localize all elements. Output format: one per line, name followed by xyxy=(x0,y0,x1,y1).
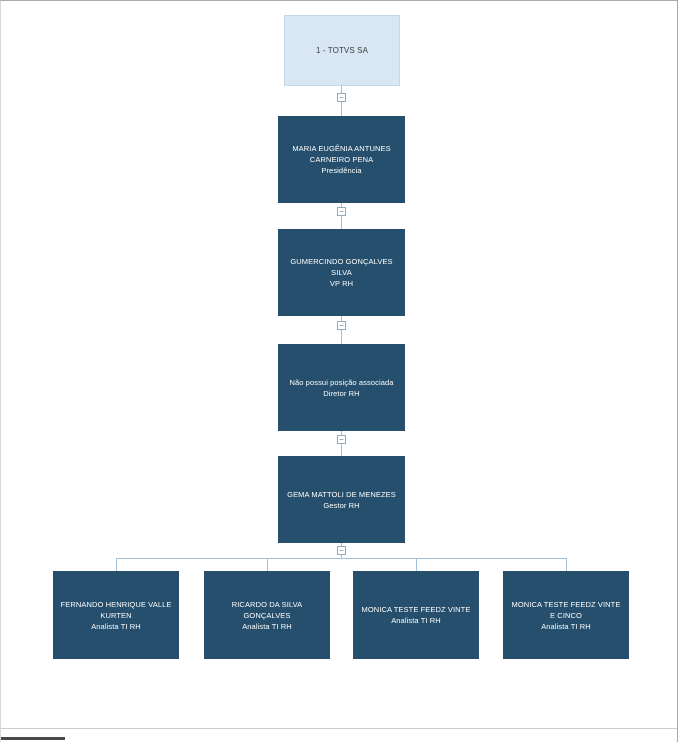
horizontal-scrollbar-thumb[interactable] xyxy=(1,737,65,740)
node-role: Analista TI RH xyxy=(541,621,591,631)
connector-vertical xyxy=(341,316,342,344)
collapse-toggle-icon[interactable]: − xyxy=(337,435,346,444)
org-node-gestor-rh[interactable]: GEMA MATTOLI DE MENEZES Gestor RH xyxy=(278,456,405,543)
connector-drop xyxy=(416,558,417,571)
org-node-analyst-3[interactable]: MONICA TESTE FEEDZ VINTE Analista TI RH xyxy=(353,571,479,659)
org-node-company[interactable]: 1 - TOTVS SA xyxy=(284,15,400,86)
node-name: MONICA TESTE FEEDZ VINTE xyxy=(361,605,471,614)
node-name: MARIA EUGÊNIA ANTUNES CARNEIRO PENA xyxy=(292,144,391,164)
node-role: Diretor RH xyxy=(323,388,360,398)
node-name: MONICA TESTE FEEDZ VINTE E CINCO xyxy=(511,599,621,620)
org-node-diretor-rh[interactable]: Não possui posição associada Diretor RH xyxy=(278,344,405,431)
org-node-presidencia[interactable]: MARIA EUGÊNIA ANTUNES CARNEIRO PENA Pres… xyxy=(278,116,405,203)
node-name: RICARDO DA SILVA GONÇALVES xyxy=(231,599,303,620)
org-node-analyst-4[interactable]: MONICA TESTE FEEDZ VINTE E CINCO Analist… xyxy=(503,571,629,659)
node-name: Não possui posição associada xyxy=(289,377,394,387)
collapse-toggle-icon[interactable]: − xyxy=(337,93,346,102)
org-node-analyst-1[interactable]: FERNANDO HENRIQUE VALLE KURTEN Analista … xyxy=(53,571,179,659)
collapse-toggle-icon[interactable]: − xyxy=(337,207,346,216)
node-role: Analista TI RH xyxy=(91,621,141,631)
node-name: GUMERCINDO GONÇALVES SILVA xyxy=(290,257,393,277)
connector-drop xyxy=(116,558,117,571)
node-role: Presidência xyxy=(321,166,362,175)
node-name: 1 - TOTVS SA xyxy=(315,46,369,55)
node-role: VP RH xyxy=(329,279,354,288)
node-role: Analista TI RH xyxy=(242,621,292,631)
org-node-vp-rh[interactable]: GUMERCINDO GONÇALVES SILVA VP RH xyxy=(278,229,405,316)
connector-vertical xyxy=(341,203,342,229)
horizontal-scrollbar[interactable] xyxy=(1,728,677,742)
connector-horizontal xyxy=(116,558,567,559)
connector-drop xyxy=(267,558,268,571)
node-name: FERNANDO HENRIQUE VALLE KURTEN xyxy=(60,599,172,620)
collapse-toggle-icon[interactable]: − xyxy=(337,321,346,330)
org-node-analyst-2[interactable]: RICARDO DA SILVA GONÇALVES Analista TI R… xyxy=(204,571,330,659)
node-name: GEMA MATTOLI DE MENEZES xyxy=(287,489,396,499)
node-role: Gestor RH xyxy=(323,500,360,510)
connector-drop xyxy=(566,558,567,571)
collapse-toggle-icon[interactable]: − xyxy=(337,546,346,555)
node-role: Analista TI RH xyxy=(391,616,441,625)
